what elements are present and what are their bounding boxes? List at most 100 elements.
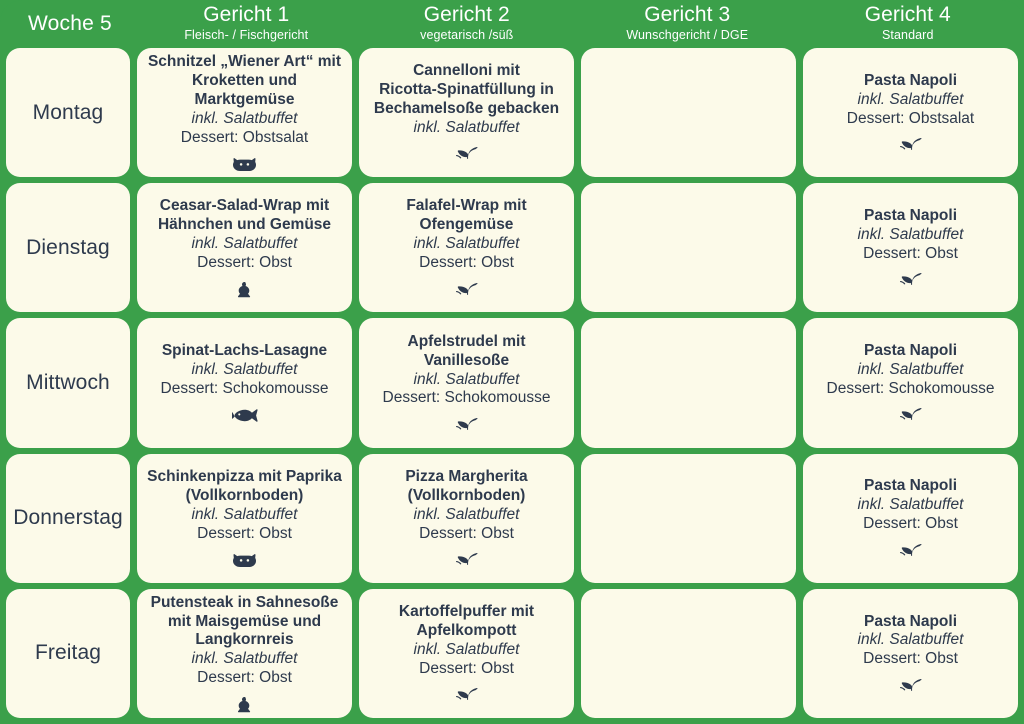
column-header-title: Gericht 2	[423, 3, 510, 27]
leaf-icon	[899, 543, 922, 559]
leaf-icon	[899, 137, 922, 153]
dish-name: Schnitzel „Wiener Art“ mit Kroketten und…	[147, 53, 342, 109]
dish-side-note: inkl. Salatbuffet	[191, 110, 298, 128]
leaf-icon	[899, 273, 922, 289]
week-label: Woche 5	[28, 12, 112, 36]
dish-name: Falafel-Wrap mit Ofengemüse	[406, 197, 527, 234]
dish-name: Pizza Margherita (Vollkornboden)	[405, 467, 528, 504]
day-label-cell: Dienstag	[6, 183, 130, 313]
dish-cell[interactable]: Pizza Margherita (Vollkornboden)inkl. Sa…	[359, 453, 574, 583]
dish-cell[interactable]	[581, 453, 796, 583]
leaf-icon	[455, 553, 478, 569]
column-header-title: Gericht 4	[864, 3, 951, 27]
dish-dessert: Dessert: Obstsalat	[180, 128, 309, 146]
board-header: Woche 5 Gericht 1 Fleisch- / Fischgerich…	[6, 0, 1018, 48]
pig-icon	[232, 157, 257, 172]
dish-dessert: Dessert: Schokomousse	[160, 379, 329, 397]
leaf-icon	[899, 678, 922, 694]
column-header-title: Gericht 1	[203, 3, 290, 27]
dish-dessert: Dessert: Obst	[197, 254, 292, 272]
week-header-cell: Woche 5	[6, 12, 136, 35]
dish-dessert: Dessert: Obst	[419, 524, 514, 542]
dish-side-note: inkl. Salatbuffet	[191, 650, 298, 668]
dish-cell[interactable]	[581, 48, 796, 178]
dish-cell[interactable]	[581, 318, 796, 448]
dish-dessert: Dessert: Obst	[419, 659, 514, 677]
dish-side-note: inkl. Salatbuffet	[413, 235, 520, 253]
dish-dessert: Dessert: Obstsalat	[846, 109, 975, 127]
dish-name: Spinat-Lachs-Lasagne	[161, 342, 328, 360]
dish-name: Pasta Napoli	[863, 342, 958, 360]
dish-dessert: Dessert: Obst	[419, 254, 514, 272]
dish-name: Pasta Napoli	[863, 71, 958, 89]
column-header-gericht-2: Gericht 2 vegetarisch /süß	[357, 3, 578, 44]
dish-name: Cannelloni mit Ricotta-Spinatfüllung in …	[373, 62, 560, 118]
dish-side-note: inkl. Salatbuffet	[857, 631, 964, 649]
dish-name: Pasta Napoli	[863, 612, 958, 630]
menu-row: Dienstag Ceasar-Salad-Wrap mit Hähnchen u…	[6, 183, 1018, 313]
dish-name: Schinkenpizza mit Paprika (Vollkornboden…	[147, 467, 342, 504]
column-header-subtitle: vegetarisch /süß	[420, 28, 514, 43]
dish-cell[interactable]: Cannelloni mit Ricotta-Spinatfüllung in …	[359, 48, 574, 178]
dish-cell[interactable]: Schinkenpizza mit Paprika (Vollkornboden…	[137, 453, 352, 583]
dish-cell[interactable]: Schnitzel „Wiener Art“ mit Kroketten und…	[137, 48, 352, 178]
dish-name: Kartoffelpuffer mit Apfelkompott	[398, 603, 535, 639]
leaf-icon	[455, 147, 478, 163]
dish-name: Pasta Napoli	[863, 206, 958, 224]
menu-row: Montag Schnitzel „Wiener Art“ mit Krokett…	[6, 48, 1018, 178]
dish-cell[interactable]	[581, 183, 796, 313]
dish-side-note: inkl. Salatbuffet	[191, 361, 298, 379]
dish-name: Pasta Napoli	[863, 477, 958, 495]
column-header-subtitle: Standard	[881, 28, 934, 43]
leaf-icon	[455, 688, 478, 704]
dish-side-note: inkl. Salatbuffet	[857, 225, 964, 243]
dish-cell[interactable]: Putensteak in Sahnesoße mit Maisgemüse u…	[137, 588, 352, 719]
chicken-icon	[238, 281, 251, 298]
column-header-gericht-3: Gericht 3 Wunschgericht / DGE	[577, 3, 798, 44]
dish-cell[interactable]: Ceasar-Salad-Wrap mit Hähnchen und Gemüs…	[137, 183, 352, 313]
dish-side-note: inkl. Salatbuffet	[191, 235, 298, 253]
day-label-cell: Donnerstag	[6, 453, 130, 583]
chicken-icon	[238, 696, 251, 713]
column-header-title: Gericht 3	[644, 3, 731, 27]
column-header-subtitle: Fleisch- / Fischgericht	[184, 28, 309, 43]
dish-name: Putensteak in Sahnesoße mit Maisgemüse u…	[150, 593, 339, 649]
day-label-cell: Montag	[6, 48, 130, 178]
dish-side-note: inkl. Salatbuffet	[413, 370, 520, 388]
dish-side-note: inkl. Salatbuffet	[413, 640, 520, 658]
dish-side-note: inkl. Salatbuffet	[413, 119, 520, 136]
dish-dessert: Dessert: Obst	[863, 650, 958, 668]
fish-icon	[231, 408, 258, 424]
dish-dessert: Dessert: Obst	[197, 669, 292, 687]
column-header-subtitle: Wunschgericht / DGE	[626, 28, 749, 43]
column-header-gericht-4: Gericht 4 Standard	[798, 3, 1019, 44]
menu-row: Donnerstag Schinkenpizza mit Paprika (Vol…	[6, 453, 1018, 583]
leaf-icon	[899, 408, 922, 424]
dish-side-note: inkl. Salatbuffet	[857, 361, 964, 379]
dish-dessert: Dessert: Obst	[863, 515, 958, 533]
leaf-icon	[455, 282, 478, 298]
dish-dessert: Dessert: Obst	[197, 524, 292, 542]
dish-dessert: Dessert: Schokomousse	[826, 379, 995, 397]
dish-side-note: inkl. Salatbuffet	[857, 90, 964, 108]
dish-side-note: inkl. Salatbuffet	[857, 496, 964, 514]
dish-cell[interactable]	[581, 588, 796, 719]
dish-name: Ceasar-Salad-Wrap mit Hähnchen und Gemüs…	[157, 197, 332, 234]
column-header-gericht-1: Gericht 1 Fleisch- / Fischgericht	[136, 3, 357, 44]
dish-side-note: inkl. Salatbuffet	[191, 505, 298, 523]
dish-side-note: inkl. Salatbuffet	[413, 505, 520, 523]
dish-dessert: Dessert: Schokomousse	[382, 389, 551, 407]
pig-icon	[232, 553, 257, 569]
